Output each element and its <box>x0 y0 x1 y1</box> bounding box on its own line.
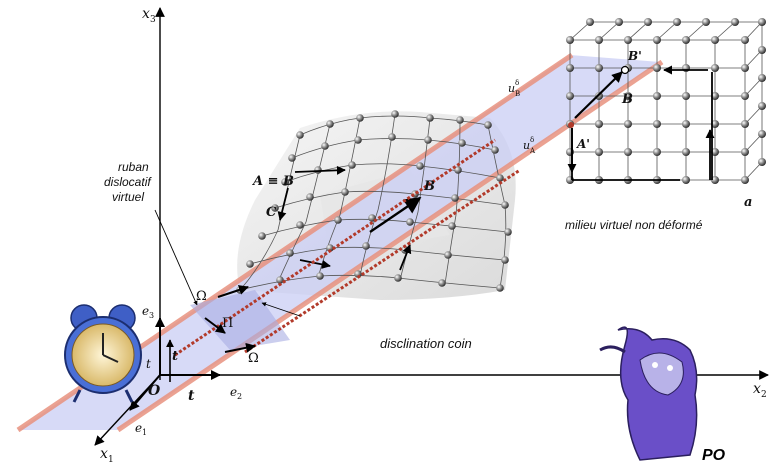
point-b-prime-label: B' <box>627 49 642 63</box>
point-c-label: C <box>266 205 277 220</box>
ribbon-label-line3: virtuel <box>112 190 144 204</box>
vector-b-right-label: B <box>621 92 633 107</box>
e3-label: e <box>142 304 149 318</box>
x3-sub: 3 <box>150 15 156 25</box>
e1-vector <box>129 374 161 411</box>
x2-label: x <box>753 381 761 397</box>
time-labels: t t t <box>146 349 195 404</box>
u-b-label: u <box>508 82 515 95</box>
deformed-burgers-circuit <box>277 165 422 271</box>
e3-sub: 3 <box>149 311 154 320</box>
u-b-sup: δ <box>515 79 519 87</box>
e2-sub: 2 <box>237 392 242 401</box>
rotation-vectors <box>204 285 256 353</box>
u-a-sub: A <box>529 147 536 155</box>
omega-top-vector <box>217 285 249 298</box>
alarm-clock-illustration <box>64 304 142 403</box>
virtual-medium-label: milieu virtuel non déformé <box>565 218 703 232</box>
point-a-label: a <box>744 195 752 210</box>
pi-vector <box>204 317 226 334</box>
omega-bottom-label: Ω <box>248 351 259 366</box>
omega-bottom-vector <box>224 342 256 353</box>
point-a-prime-label: A' <box>576 137 590 151</box>
u-b-sub: B <box>515 90 520 98</box>
disclination-label: disclination coin <box>380 336 472 351</box>
burgers-vector-b <box>369 197 422 233</box>
pi-label: Π <box>222 316 233 331</box>
x3-label: x <box>142 6 150 22</box>
annotation-labels: ruban dislocatif virtuel disclination co… <box>104 49 752 464</box>
disclination-pointer <box>261 302 301 317</box>
coordinate-axes <box>94 7 769 446</box>
origin-label: O <box>148 383 161 399</box>
ribbon-label-line1: ruban <box>118 160 149 174</box>
e1-sub: 1 <box>142 428 147 437</box>
disclination-lines <box>154 138 521 357</box>
wizard-illustration <box>599 326 698 461</box>
omega-top-label: Ω <box>196 289 207 304</box>
u-a-sup: δ <box>530 136 534 144</box>
po-label: PO <box>702 447 726 464</box>
e2-label: e <box>230 385 237 399</box>
ribbon-label-line2: dislocatif <box>104 175 152 189</box>
u-a-label: u <box>523 139 530 152</box>
a-equiv-b-label: A ≡ B <box>251 174 294 189</box>
t-axis-label: t <box>188 388 195 404</box>
x2-sub: 2 <box>761 390 767 400</box>
t-vector-label: t <box>172 349 178 364</box>
e1-label: e <box>135 421 142 435</box>
deformed-lattice-nodes <box>236 110 512 294</box>
x1-sub: 1 <box>108 455 114 465</box>
t-left-label: t <box>146 357 151 371</box>
vector-b-label: B <box>423 179 435 194</box>
x1-label: x <box>100 446 108 462</box>
ribbon-pointer <box>154 209 198 306</box>
axis-labels: x 3 x 2 x 1 O e 3 e 2 e 1 <box>100 6 767 465</box>
virtual-lattice <box>566 18 766 184</box>
